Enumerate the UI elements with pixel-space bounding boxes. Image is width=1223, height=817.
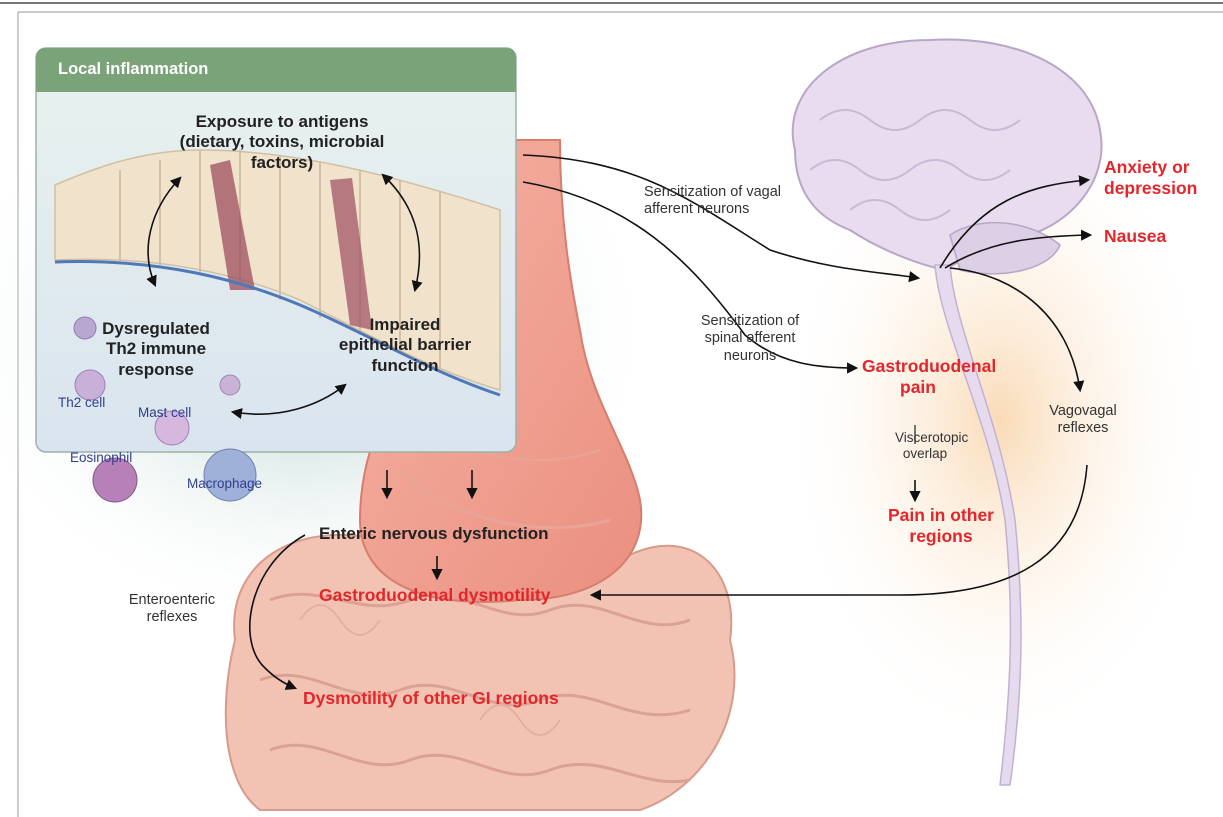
impaired-label: Impaired epithelial barrier function [335, 315, 475, 376]
anxiety-depression-label: Anxiety or depression [1104, 157, 1214, 199]
pain-other-regions-label: Pain in other regions [868, 505, 1014, 547]
dysregulated-label: Dysregulated Th2 immune response [96, 319, 216, 380]
eosinophil-label: Eosinophil [70, 450, 132, 466]
other-gi-dysmotility-label: Dysmotility of other GI regions [303, 688, 559, 709]
vagovagal-label: Vagovagal reflexes [1036, 403, 1130, 438]
spinal-sensitization-label: Sensitization of spinal afferent neurons [682, 313, 818, 365]
vagal-sensitization-label: Sensitization of vagal afferent neurons [644, 184, 794, 219]
mast-cell-label: Mast cell [138, 405, 191, 421]
enteroenteric-label: Enteroenteric reflexes [112, 592, 232, 627]
gastroduodenal-pain-label: Gastroduodenal pain [862, 356, 974, 398]
exposure-label: Exposure to antigens (dietary, toxins, m… [172, 112, 392, 173]
gastroduodenal-dysmotility-label: Gastroduodenal dysmotility [319, 585, 550, 606]
macrophage-label: Macrophage [187, 476, 262, 492]
inflammation-panel [36, 48, 516, 452]
enteric-dysfunction-label: Enteric nervous dysfunction [319, 524, 549, 544]
nausea-label: Nausea [1104, 226, 1166, 247]
macrophage-shape [204, 449, 256, 501]
th2-cell-label: Th2 cell [58, 395, 105, 411]
viscerotopic-label: Viscerotopic overlap [895, 430, 955, 462]
panel-header: Local inflammation [58, 60, 208, 80]
